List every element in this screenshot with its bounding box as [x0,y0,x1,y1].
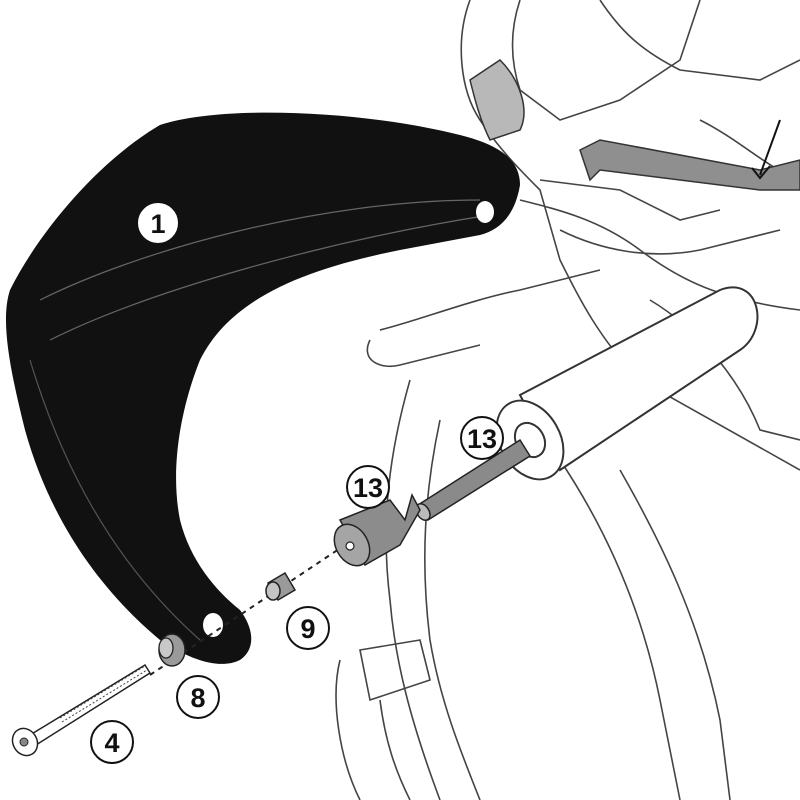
callout-13-weight-label: 13 [353,473,383,503]
bar-end-weight-part-13 [333,492,421,567]
spacer-part-9 [265,571,297,602]
callout-13-weight: 13 [346,465,390,509]
handlebar-grip [495,286,759,481]
bolt-part-4 [11,663,152,757]
callout-9: 9 [286,606,330,650]
callout-4-label: 4 [104,728,119,758]
callout-13-rod-label: 13 [467,424,497,454]
callout-1: 1 [136,201,180,245]
handguard-part-1 [5,112,521,664]
bushing-part-8 [158,633,186,667]
callout-9-label: 9 [300,614,315,644]
motorcycle-outline [335,0,800,800]
callout-8: 8 [176,675,220,719]
callout-8-label: 8 [190,683,205,713]
callout-13-rod: 13 [460,416,504,460]
callout-1-label: 1 [150,209,165,239]
callout-4: 4 [90,720,134,764]
